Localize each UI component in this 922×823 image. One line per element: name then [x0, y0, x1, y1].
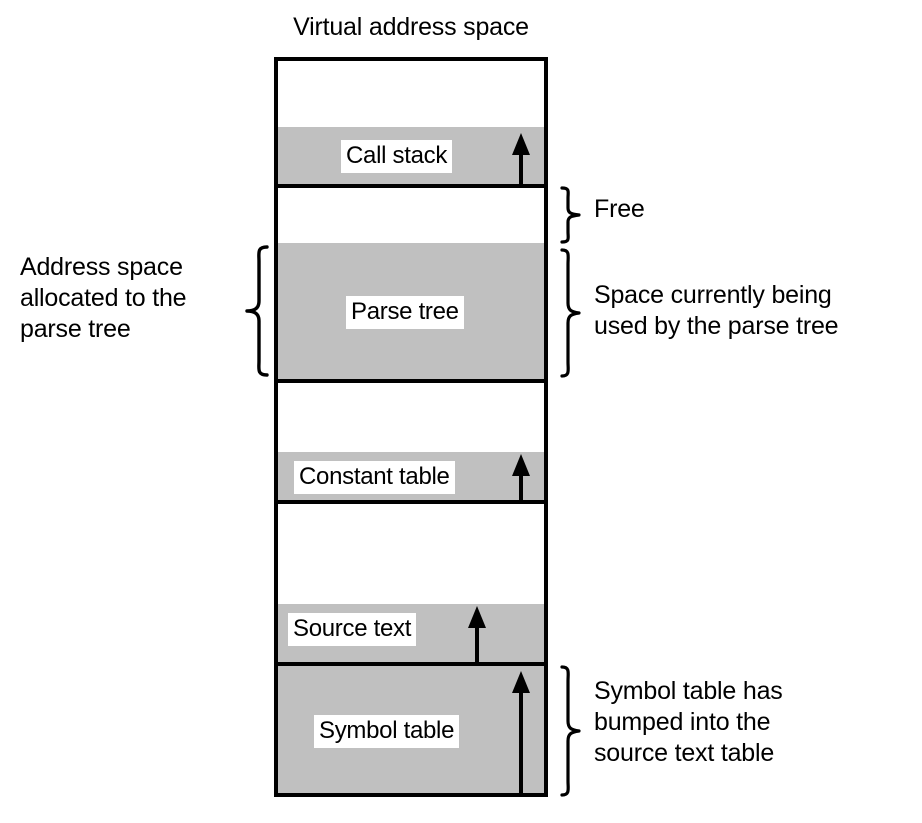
region-label-source-text: Source text [288, 613, 417, 646]
divider-4 [278, 662, 544, 666]
region-label-constant-table: Constant table [294, 461, 455, 494]
call-stack-growth-arrow [512, 133, 530, 184]
constant-table-growth-arrow [512, 454, 530, 500]
region-free-gap-2 [278, 383, 544, 452]
arrow-shaft [519, 464, 523, 500]
symbol-table-growth-arrow [512, 671, 530, 793]
arrow-shaft [519, 681, 523, 793]
arrow-shaft [475, 616, 479, 662]
region-free-gap-3 [278, 504, 544, 604]
annotation-address-space-allocated: Address space allocated to the parse tre… [20, 253, 187, 343]
region-label-parse-tree: Parse tree [346, 296, 464, 329]
divider-1 [278, 184, 544, 188]
brace-left-parse-tree [243, 245, 269, 377]
divider-3 [278, 500, 544, 504]
source-text-growth-arrow [468, 606, 486, 662]
annotation-symbol-table-collision: Symbol table has bumped into the source … [594, 677, 783, 767]
brace-in-use-parse-tree [560, 248, 584, 378]
page-title: Virtual address space [293, 13, 529, 41]
virtual-address-space-box: Call stack Parse tree Constant table Sou… [274, 57, 548, 797]
region-free-gap-1 [278, 188, 544, 243]
brace-symbol-table-collision [560, 665, 584, 797]
brace-free [560, 186, 584, 244]
arrow-shaft [519, 143, 523, 184]
annotation-free: Free [594, 195, 645, 223]
region-label-symbol-table: Symbol table [314, 715, 460, 748]
divider-2 [278, 379, 544, 383]
annotation-space-currently-used: Space currently being used by the parse … [594, 281, 839, 340]
region-top-free [278, 61, 544, 127]
region-label-call-stack: Call stack [341, 140, 453, 173]
